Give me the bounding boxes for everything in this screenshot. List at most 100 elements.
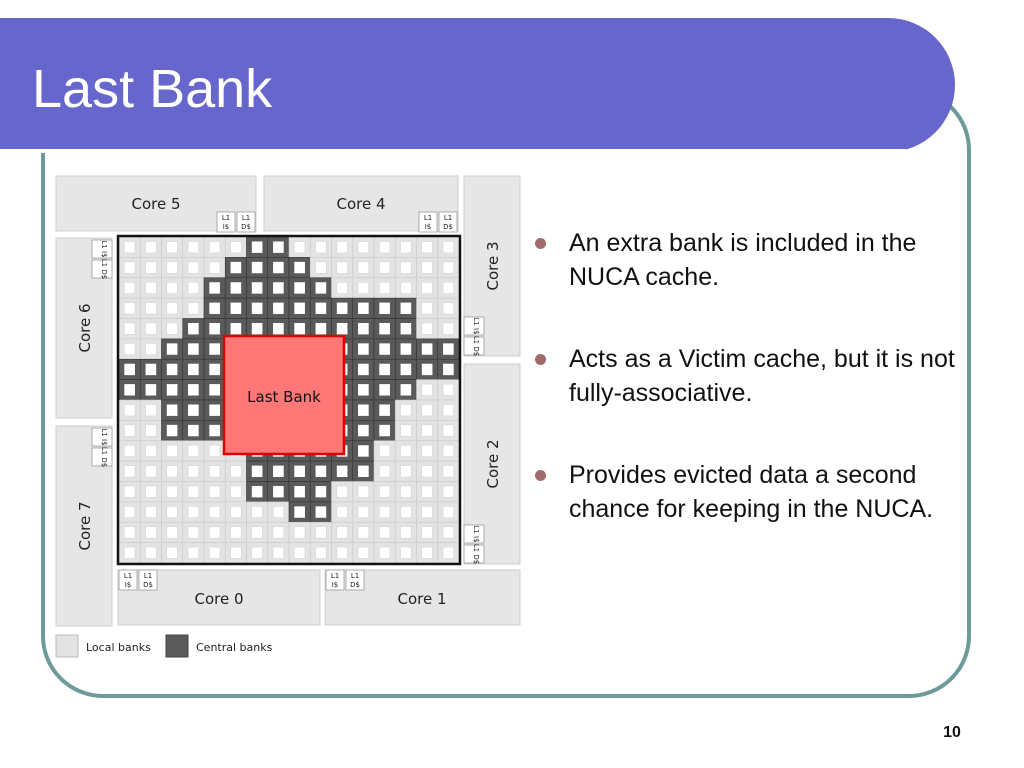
bank-cell-core — [166, 281, 178, 294]
l1-label: L1 — [222, 214, 230, 222]
core-5-l1-caches: L1 I$ L1 D$ — [216, 211, 256, 233]
l1-icache-box — [463, 316, 485, 336]
bank-cell-core — [209, 261, 221, 274]
bank-cell-core — [145, 404, 157, 417]
bank-cell-core — [357, 281, 369, 294]
bank-cell-core — [421, 383, 433, 396]
bank-cell-core — [124, 261, 136, 274]
bank-cell-core — [187, 261, 199, 274]
bank-cell-core — [145, 241, 157, 254]
bank-cell-core — [188, 322, 199, 335]
core-3-label: Core 3 — [484, 241, 502, 290]
l1-icache-box — [216, 211, 236, 233]
l1-icache-box — [325, 569, 345, 591]
nuca-diagram-svg: Core 5 Core 4 Core 3 Core 2 Core 6 Core … — [55, 175, 521, 658]
bank-cell-core — [209, 302, 220, 315]
dcache-label: D$ — [241, 223, 251, 231]
legend-local-swatch — [55, 634, 79, 658]
bank-cell-core — [357, 261, 369, 274]
bank-cell-core — [273, 302, 284, 315]
l1-icache-box — [463, 524, 485, 544]
bank-cell-core — [421, 444, 433, 457]
bank-cell-core — [315, 302, 327, 315]
bank-cell-core — [442, 261, 454, 274]
bank-cell-core — [400, 444, 412, 457]
bank-cell-core — [336, 465, 348, 478]
bank-cell-core — [294, 526, 306, 539]
bullet-dot-icon — [535, 354, 546, 365]
bank-cell-core — [230, 546, 242, 559]
bank-cell-core — [442, 302, 454, 315]
l1-dcache-box — [463, 336, 485, 356]
bank-cell-core — [294, 546, 306, 559]
bank-cell-core — [124, 424, 136, 437]
bank-cell-core — [230, 322, 242, 335]
bank-cell-core — [294, 465, 305, 478]
bank-cell-core — [400, 526, 412, 539]
nuca-diagram: Core 5 Core 4 Core 3 Core 2 Core 6 Core … — [54, 174, 524, 664]
bank-cell-core — [442, 241, 454, 254]
bank-cell-core — [358, 424, 369, 437]
bank-cell-core — [166, 546, 178, 559]
bank-cell-core — [421, 281, 433, 294]
bank-cell-core — [358, 445, 369, 457]
dcache-label: D$ — [350, 581, 360, 589]
bank-cell-core — [315, 241, 327, 254]
bank-cell-core — [400, 506, 412, 519]
bank-cell-core — [421, 404, 433, 417]
bank-cell-core — [315, 506, 327, 518]
bank-cell-core — [187, 465, 199, 478]
bank-cell-core — [273, 241, 284, 253]
bank-cell-core — [251, 485, 263, 498]
bank-cell-core — [379, 384, 390, 396]
bullet-dot-icon — [535, 470, 546, 481]
bank-cell-core — [166, 261, 178, 274]
l1-dcache-box — [138, 569, 158, 591]
bank-cell-core — [358, 465, 369, 478]
bank-cell-core — [166, 444, 178, 457]
l1-icache-box — [118, 569, 138, 591]
bank-cell-core — [124, 384, 135, 396]
bank-cell-core — [251, 546, 263, 559]
bank-cell-core — [166, 485, 178, 498]
l1-label: L1 — [424, 214, 432, 222]
core-3-l1-caches: L1 I$ L1 D$ — [463, 316, 485, 356]
bank-cell-core — [145, 281, 157, 294]
bank-cell-core — [166, 241, 178, 254]
bank-cell-core — [230, 261, 242, 274]
bank-cell-core — [336, 526, 348, 539]
bank-cell-core — [400, 404, 412, 417]
bank-cell-core — [421, 506, 433, 519]
bank-cell-core — [442, 383, 454, 396]
icache-label: I$ — [425, 223, 432, 231]
bank-cell-core — [400, 241, 412, 254]
bank-cell-core — [315, 526, 327, 539]
bank-cell-core — [379, 322, 390, 335]
bank-cell-core — [315, 261, 327, 274]
bank-cell-core — [400, 261, 412, 274]
bank-cell-core — [358, 343, 369, 355]
l1-label: L1 — [444, 214, 452, 222]
last-bank — [222, 334, 346, 456]
l1-label: L1 D$ — [100, 447, 108, 467]
bank-cell-core — [442, 281, 454, 294]
bank-cell-core — [400, 424, 412, 437]
bank-cell-core — [124, 302, 136, 315]
l1-icache-box — [91, 427, 113, 447]
bank-cell-core — [421, 465, 433, 478]
bank-cell-core — [421, 302, 433, 315]
bank-cell-core — [230, 302, 242, 315]
bank-cell-core — [251, 241, 263, 253]
bank-cell-core — [315, 485, 327, 498]
core-2-label: Core 2 — [484, 439, 502, 488]
bank-cell-core — [166, 465, 178, 478]
bank-cell-core — [145, 444, 157, 457]
bank-cell-core — [124, 485, 136, 498]
bank-cell-core — [209, 465, 221, 478]
bank-cell-core — [166, 526, 178, 539]
slide-title: Last Bank — [32, 59, 273, 119]
bullet-dot-icon — [535, 238, 546, 249]
bank-cell-core — [357, 506, 369, 519]
title-bar: Last Bank — [0, 18, 955, 153]
bank-cell-core — [124, 444, 136, 457]
